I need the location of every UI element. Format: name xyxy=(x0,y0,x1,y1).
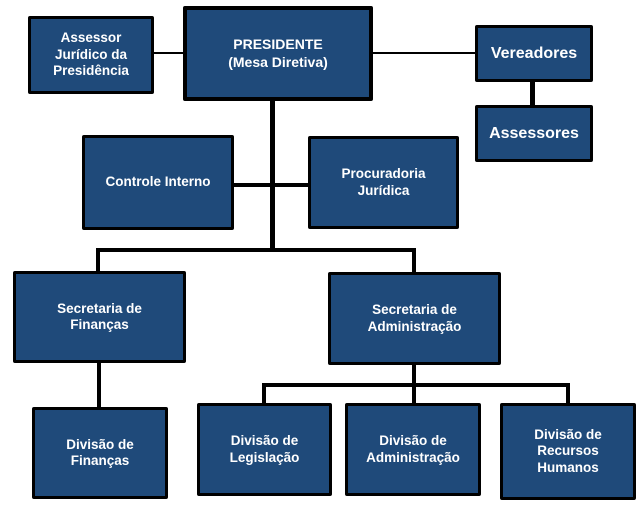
org-node-assessores: Assessores xyxy=(475,105,593,162)
connector-secadministracao-stub xyxy=(412,365,416,385)
connector-drop-divisao-legislacao xyxy=(262,385,266,403)
connector-controle-procuradoria xyxy=(233,183,309,187)
org-node-vereadores: Vereadores xyxy=(475,25,593,82)
org-node-assessor-juridico: Assessor Jurídico da Presidência xyxy=(28,16,154,94)
connector-drop-divisao-administracao xyxy=(412,385,416,403)
org-node-secretaria-administracao: Secretaria de Administração xyxy=(328,272,501,365)
connector-drop-divisao-recursos-humanos xyxy=(566,385,570,403)
connector-presidente-vereadores xyxy=(372,52,475,54)
org-node-divisao-administracao: Divisão de Administração xyxy=(345,403,481,496)
org-node-procuradoria-juridica: Procuradoria Jurídica xyxy=(308,136,459,229)
org-node-secretaria-financas: Secretaria de Finanças xyxy=(13,271,186,363)
connector-presidente-trunk xyxy=(270,100,275,250)
org-node-controle-interno: Controle Interno xyxy=(82,135,234,230)
org-node-presidente: PRESIDENTE (Mesa Diretiva) xyxy=(183,6,373,101)
connector-drop-secretaria-administracao xyxy=(412,250,416,272)
connector-assessor-presidente xyxy=(153,52,183,54)
org-node-divisao-financas: Divisão de Finanças xyxy=(32,407,168,499)
connector-drop-secretaria-financas xyxy=(96,250,100,272)
connector-secfinancas-divfinancas xyxy=(97,363,101,408)
org-node-divisao-legislacao: Divisão de Legislação xyxy=(197,403,332,496)
org-node-divisao-recursos-humanos: Divisão de Recursos Humanos xyxy=(500,403,636,500)
connector-vereadores-assessores xyxy=(530,82,535,105)
connector-divisoes-hline xyxy=(262,383,570,387)
connector-secretarias-hline xyxy=(96,248,416,252)
